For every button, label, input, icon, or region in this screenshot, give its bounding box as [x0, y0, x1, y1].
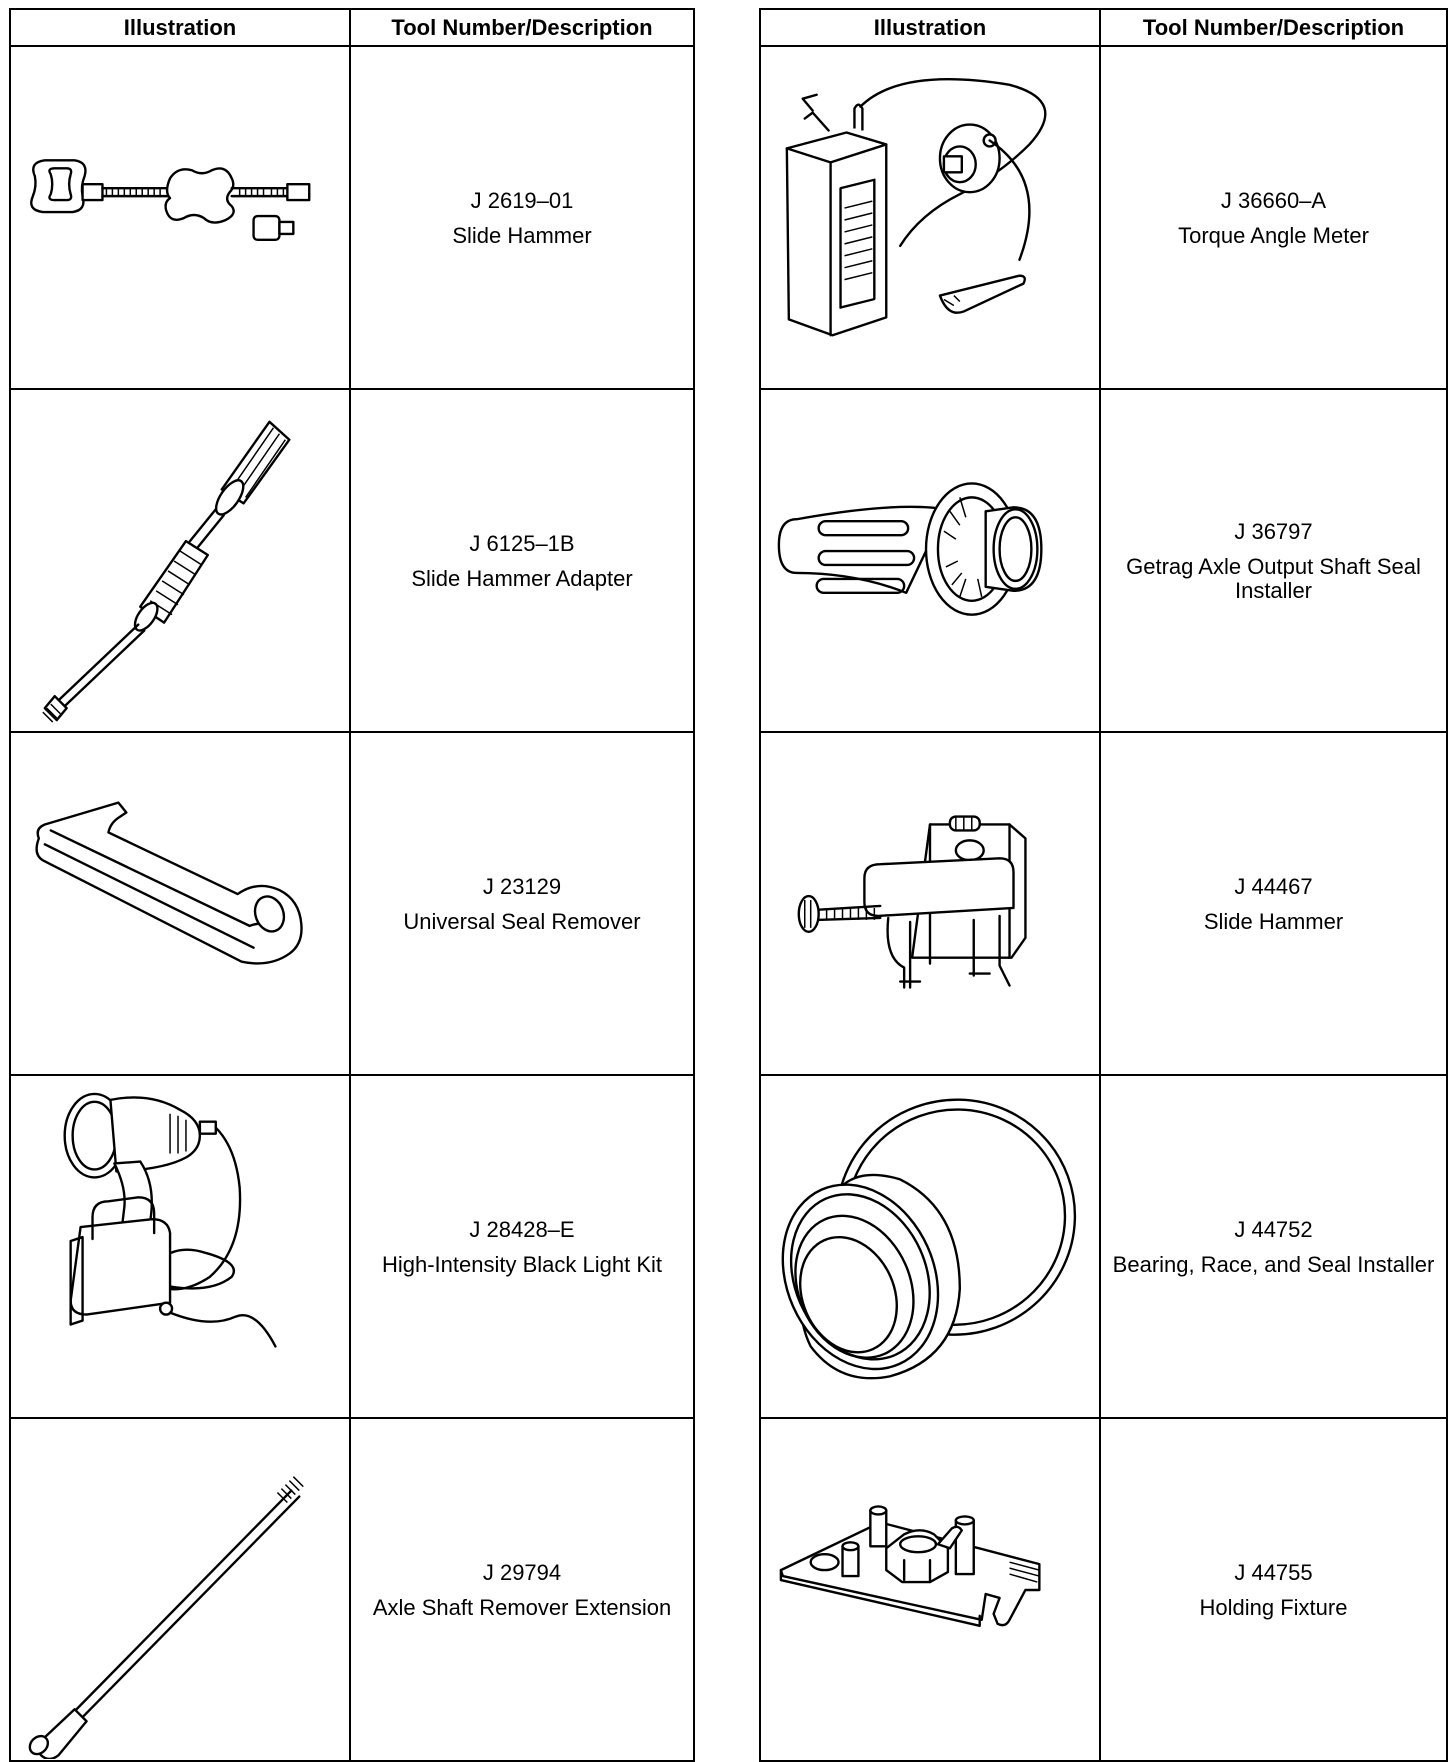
table-row: J 44755 Holding Fixture	[759, 1417, 1448, 1762]
table-row: J 2619–01 Slide Hammer	[9, 45, 695, 390]
tool-name: Slide Hammer	[452, 222, 592, 248]
illustration-header: Illustration	[759, 8, 1101, 47]
illustration-cell	[759, 731, 1101, 1076]
tool-cell: J 44752 Bearing, Race, and Seal Installe…	[1099, 1074, 1448, 1419]
tool-name: Torque Angle Meter	[1178, 222, 1369, 248]
tools-table-right: Illustration Tool Number/Description	[759, 8, 1448, 1762]
seal-installer-icon	[777, 482, 1043, 616]
tool-cell: J 36797 Getrag Axle Output Shaft Seal In…	[1099, 388, 1448, 733]
tool-number: J 44467	[1234, 873, 1313, 899]
table-row: J 28428–E High-Intensity Black Light Kit	[9, 1074, 695, 1419]
table-row: J 36660–A Torque Angle Meter	[759, 45, 1448, 390]
tool-header: Tool Number/Description	[1099, 8, 1448, 47]
tool-cell: J 2619–01 Slide Hammer	[349, 45, 695, 390]
tool-number: J 29794	[482, 1559, 562, 1585]
bearing-race-installer-icon	[781, 1098, 1077, 1380]
table-row: J 36797 Getrag Axle Output Shaft Seal In…	[759, 388, 1448, 733]
seal-remover-icon	[35, 801, 303, 965]
torque-angle-meter-icon	[785, 78, 1047, 337]
table-header-row: Illustration Tool Number/Description	[759, 8, 1448, 47]
illustration-cell	[9, 388, 351, 733]
tool-cell: J 36660–A Torque Angle Meter	[1099, 45, 1448, 390]
black-light-kit-icon	[63, 1092, 277, 1348]
tool-number: J 6125–1B	[469, 530, 575, 556]
tool-cell: J 44755 Holding Fixture	[1099, 1417, 1448, 1762]
slide-hammer-icon	[30, 159, 311, 242]
holding-fixture-icon	[779, 1505, 1041, 1627]
table-row: J 6125–1B Slide Hammer Adapter	[9, 388, 695, 733]
illustration-cell	[759, 388, 1101, 733]
illustration-header: Illustration	[9, 8, 351, 47]
table-row: J 29794 Axle Shaft Remover Extension	[9, 1417, 695, 1762]
tool-cell: J 29794 Axle Shaft Remover Extension	[349, 1417, 695, 1762]
tool-name: Getrag Axle Output Shaft Seal Installer	[1126, 553, 1421, 603]
tool-name: Axle Shaft Remover Extension	[372, 1594, 672, 1620]
illustration-cell	[9, 1074, 351, 1419]
table-header-row: Illustration Tool Number/Description	[9, 8, 695, 47]
illustration-cell	[759, 45, 1101, 390]
table-row: J 44752 Bearing, Race, and Seal Installe…	[759, 1074, 1448, 1419]
tool-cell: J 28428–E High-Intensity Black Light Kit	[349, 1074, 695, 1419]
tool-number: J 36660–A	[1220, 187, 1327, 213]
tool-name: Slide Hammer	[1203, 908, 1344, 934]
axle-shaft-extension-icon	[28, 1476, 304, 1759]
tool-cell: J 23129 Universal Seal Remover	[349, 731, 695, 1076]
tool-number: J 2619–01	[470, 187, 574, 213]
tool-name: Slide Hammer Adapter	[411, 565, 633, 591]
tool-number: J 23129	[482, 873, 562, 899]
tool-name: High-Intensity Black Light Kit	[381, 1251, 663, 1277]
slide-hammer-adapter-icon	[42, 420, 291, 723]
tool-number: J 44752	[1234, 1216, 1313, 1242]
tool-cell: J 44467 Slide Hammer	[1099, 731, 1448, 1076]
illustration-cell	[9, 1417, 351, 1762]
tool-header: Tool Number/Description	[349, 8, 695, 47]
tool-cell: J 6125–1B Slide Hammer Adapter	[349, 388, 695, 733]
table-row: J 44467 Slide Hammer	[759, 731, 1448, 1076]
table-row: J 23129 Universal Seal Remover	[9, 731, 695, 1076]
illustration-cell	[759, 1417, 1101, 1762]
tool-number: J 28428–E	[469, 1216, 575, 1242]
tool-number: J 36797	[1234, 518, 1313, 544]
tool-name: Bearing, Race, and Seal Installer	[1112, 1251, 1435, 1277]
tool-name: Holding Fixture	[1199, 1594, 1348, 1620]
tool-number: J 44755	[1234, 1559, 1313, 1585]
illustration-cell	[9, 45, 351, 390]
illustration-cell	[759, 1074, 1101, 1419]
illustration-cell	[9, 731, 351, 1076]
clamp-slide-hammer-icon	[797, 815, 1027, 989]
tools-table-left: Illustration Tool Number/Description	[9, 8, 695, 1762]
tool-name: Universal Seal Remover	[403, 908, 641, 934]
